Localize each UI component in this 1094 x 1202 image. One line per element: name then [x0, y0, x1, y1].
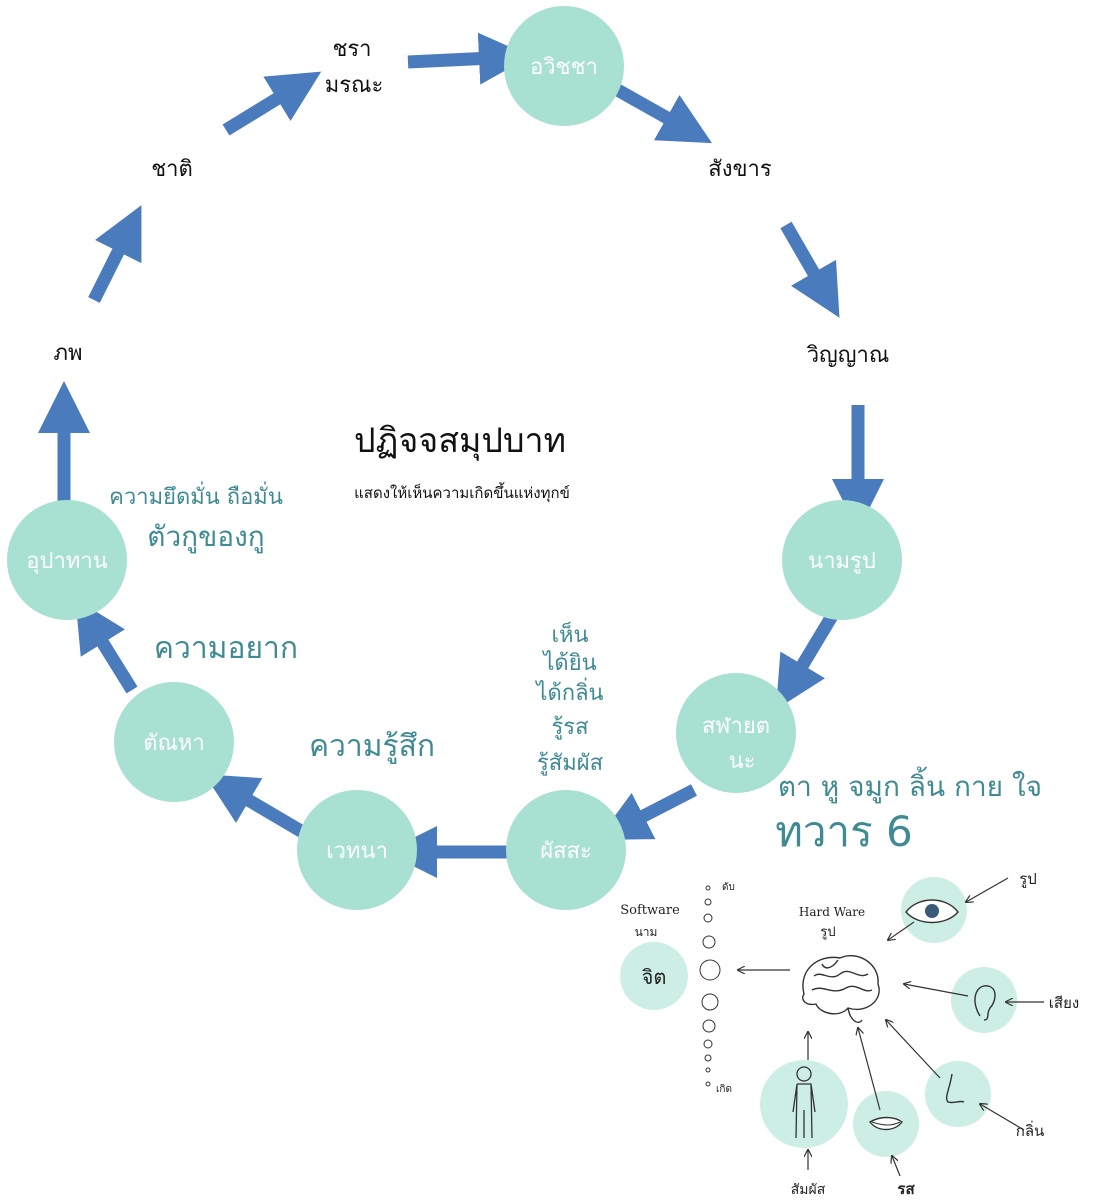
- sketch-illustration: Software นาม จิต Hard Ware รูป ดับ เกิด: [620, 870, 1079, 1198]
- node-avijja: [504, 6, 624, 126]
- arrow-jati-jara: [222, 71, 322, 136]
- arrow-vedana-tanha: [204, 774, 310, 840]
- annotation-phassa-item: รู้สัมผัส: [537, 751, 604, 776]
- node-tanha: [114, 682, 234, 802]
- label-upadana: อุปาทาน: [26, 549, 107, 574]
- arrow-avijja-sankhara: [610, 82, 712, 144]
- sketch-circle-body: [760, 1060, 848, 1148]
- human-figure-icon: [792, 1066, 816, 1139]
- arrow-salayatana-phassa: [597, 784, 697, 840]
- sketch-smell-label: กลิ่น: [1016, 1120, 1045, 1140]
- sketch-circle-nose: [925, 1061, 991, 1127]
- node-salayatana: [676, 673, 796, 793]
- label-salayatana-line1: สฬายต: [702, 714, 770, 739]
- sketch-mind-label: จิต: [642, 965, 667, 989]
- arrow-sankhara-vinnana: [780, 221, 840, 318]
- sketch-circle-mind: [620, 942, 688, 1010]
- label-phassa: ผัสสะ: [540, 839, 592, 864]
- label-bhava: ภพ: [53, 341, 82, 366]
- node-namarupa: [782, 500, 902, 620]
- sketch-software-label: Software: [620, 903, 680, 918]
- eye-icon: [905, 899, 959, 924]
- mouth-icon: [868, 1116, 903, 1131]
- cycle-nodes: [7, 6, 902, 910]
- annotation-upadana-line1: ความยึดมั่น ถือมั่น: [109, 481, 283, 510]
- annotation-tanha: ความอยาก: [154, 631, 298, 666]
- label-namarupa: นามรูป: [808, 549, 876, 574]
- node-vedana: [297, 790, 417, 910]
- label-vinnana: วิญญาณ: [806, 343, 889, 368]
- annotation-phassa-item: ได้ยิน: [541, 650, 596, 676]
- node-upadana: [7, 500, 127, 620]
- label-tanha: ตัณหา: [143, 731, 205, 756]
- diagram-subtitle: แสดงให้เห็นความเกิดขึ้นแห่งทุกข์: [354, 482, 570, 503]
- brain-icon: [802, 955, 880, 1024]
- arrow-namarupa-salayatana: [775, 612, 838, 710]
- cycle-arrows: [38, 32, 884, 878]
- label-vedana: เวทนา: [326, 839, 388, 864]
- sketch-sound-label: เสียง: [1049, 994, 1079, 1012]
- node-phassa: [506, 790, 626, 910]
- sketch-bottom-dot-label: เกิด: [716, 1084, 732, 1095]
- annotation-doors: ทวาร 6: [775, 807, 912, 856]
- sketch-circle-ear: [951, 967, 1017, 1033]
- arrow-jara-avijja: [407, 32, 531, 85]
- label-sankhara: สังขาร: [708, 157, 772, 182]
- annotation-senses: ตา หู จมูก ลิ้น กาย ใจ: [778, 766, 1042, 804]
- annotation-phassa-list: เห็น ได้ยิน ได้กลิ่น รู้รส รู้สัมผัส: [534, 620, 603, 776]
- arrow-tanha-upadana: [75, 598, 138, 694]
- sketch-form-label: รูป: [1019, 870, 1037, 888]
- label-jara-line2: มรณะ: [325, 73, 384, 98]
- sketch-hardware-sub: รูป: [820, 925, 835, 940]
- label-jara-line1: ชรา: [332, 37, 371, 62]
- ear-icon: [974, 985, 996, 1021]
- annotation-phassa-item: รู้รส: [551, 715, 589, 740]
- label-jati: ชาติ: [151, 157, 193, 182]
- sketch-touch-label: สัมผัส: [791, 1182, 826, 1198]
- sketch-software-sub: นาม: [635, 925, 658, 939]
- sketch-hardware-label: Hard Ware: [799, 905, 865, 919]
- label-avijja: อวิชชา: [530, 55, 598, 80]
- arrow-bhava-jati: [88, 205, 142, 303]
- sketch-arrows: [738, 877, 1044, 1177]
- label-salayatana-line2: นะ: [729, 749, 756, 774]
- sketch-dot-column: [699, 885, 721, 1087]
- nose-icon: [945, 1073, 965, 1104]
- annotation-phassa-item: เห็น: [551, 620, 588, 648]
- diagram-title: ปฏิจจสมุปบาท: [354, 421, 566, 461]
- sketch-taste-label: รส: [897, 1180, 915, 1198]
- annotation-upadana-line2: ตัวกูของกู: [147, 520, 264, 554]
- sketch-top-dot-label: ดับ: [722, 882, 735, 893]
- annotation-vedana: ความรู้สึก: [309, 729, 435, 764]
- annotation-phassa-item: ได้กลิ่น: [534, 677, 603, 706]
